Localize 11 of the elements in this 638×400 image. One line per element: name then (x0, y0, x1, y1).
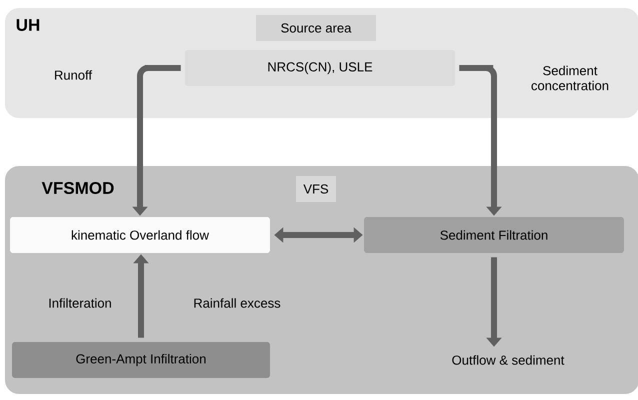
process-box: NRCS(CN), USLE (185, 50, 455, 86)
process-box: Green-Ampt Infiltration (12, 342, 270, 378)
label: Sediment concentration (532, 66, 608, 90)
output-text: Outflow & sediment (452, 355, 564, 365)
tag-box: Source area (256, 15, 376, 41)
label: Rainfall excess (194, 298, 280, 308)
label: Runoff (55, 70, 92, 80)
process-box: kinematic Overland flow (10, 217, 270, 253)
process-box: Sediment Filtration (364, 217, 624, 253)
label: Infilteration (49, 298, 111, 308)
tag-box: VFS (296, 176, 336, 202)
